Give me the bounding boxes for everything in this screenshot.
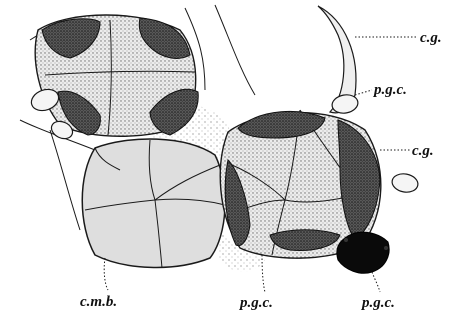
pigment-speck: [344, 238, 348, 242]
pigment-cell: [337, 232, 389, 273]
label-pgc-bottom-mid: p.g.c.: [238, 295, 273, 311]
pigment-speck: [384, 246, 388, 250]
small-cell-right-mid: [391, 172, 420, 194]
cmb-cell: [82, 139, 225, 268]
label-cg-right: c.g.: [412, 143, 434, 159]
label-cmb: c.m.b.: [80, 294, 117, 310]
label-pgc-bottom-right: p.g.c.: [360, 295, 395, 311]
upper-left-cluster: [35, 15, 198, 136]
label-cg-top: c.g.: [420, 30, 442, 46]
label-pgc-top: p.g.c.: [372, 82, 407, 98]
